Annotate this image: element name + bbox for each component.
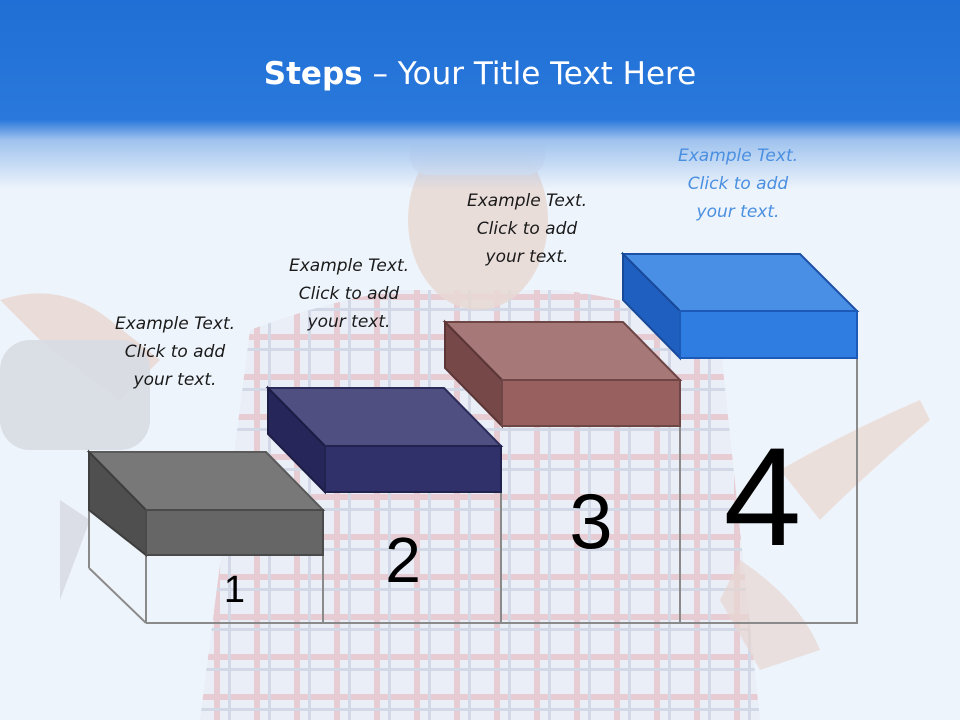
- step-block-3[interactable]: [442, 319, 683, 429]
- title-bold: Steps: [263, 56, 363, 92]
- slide-title[interactable]: Steps – Your Title Text Here: [0, 52, 960, 96]
- caption-line: Example Text.: [288, 256, 410, 276]
- caption-line: Example Text.: [677, 146, 799, 166]
- step-number-1: 1: [223, 569, 246, 611]
- caption-line: your text.: [133, 370, 217, 390]
- step-block-4[interactable]: [620, 251, 860, 361]
- caption-line: Click to add: [298, 284, 400, 304]
- caption-line: Click to add: [124, 342, 226, 362]
- step-number-2: 2: [385, 524, 421, 596]
- step-number-3: 3: [569, 477, 613, 565]
- step-caption-4[interactable]: Example Text. Click to add your text.: [648, 142, 828, 226]
- step-caption-1[interactable]: Example Text. Click to add your text.: [85, 310, 265, 394]
- caption-line: your text.: [485, 247, 569, 267]
- steps-outline: [88, 358, 858, 624]
- header-band: [0, 0, 960, 190]
- step-caption-2[interactable]: Example Text. Click to add your text.: [259, 252, 439, 336]
- title-rest: – Your Title Text Here: [362, 56, 697, 92]
- caption-line: your text.: [696, 202, 780, 222]
- caption-line: Click to add: [476, 219, 578, 239]
- caption-line: Click to add: [687, 174, 789, 194]
- step-block-2[interactable]: [265, 385, 504, 495]
- step-caption-3[interactable]: Example Text. Click to add your text.: [437, 187, 617, 271]
- caption-line: your text.: [307, 312, 391, 332]
- caption-line: Example Text.: [466, 191, 588, 211]
- step-block-1[interactable]: [86, 449, 326, 558]
- caption-line: Example Text.: [114, 314, 236, 334]
- step-number-4: 4: [723, 418, 802, 575]
